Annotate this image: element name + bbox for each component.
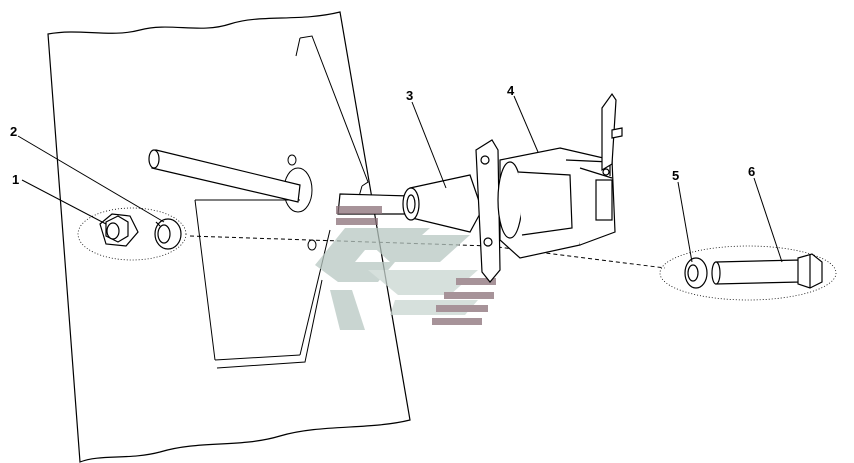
part-6-bolt xyxy=(711,253,823,289)
callout-1: 1 xyxy=(12,172,19,187)
panel-sheet xyxy=(47,11,411,463)
callout-2: 2 xyxy=(10,124,17,139)
switch-flange xyxy=(475,139,501,283)
callout-6: 6 xyxy=(748,164,755,179)
part-2-lock-washer xyxy=(154,218,182,250)
callout-3: 3 xyxy=(406,88,413,103)
watermark-logo xyxy=(315,206,496,330)
part-3-boot xyxy=(402,174,483,233)
right-detail-ellipse xyxy=(659,245,837,301)
part-5-washer xyxy=(684,257,708,289)
assembly-axis-line xyxy=(189,235,666,269)
callout-4: 4 xyxy=(507,83,515,98)
part-1-hex-nut xyxy=(99,213,139,247)
callout-5: 5 xyxy=(672,168,679,183)
left-detail-ellipse xyxy=(77,207,187,261)
leader-lines xyxy=(17,95,783,263)
part-4-switch-body xyxy=(497,92,623,259)
